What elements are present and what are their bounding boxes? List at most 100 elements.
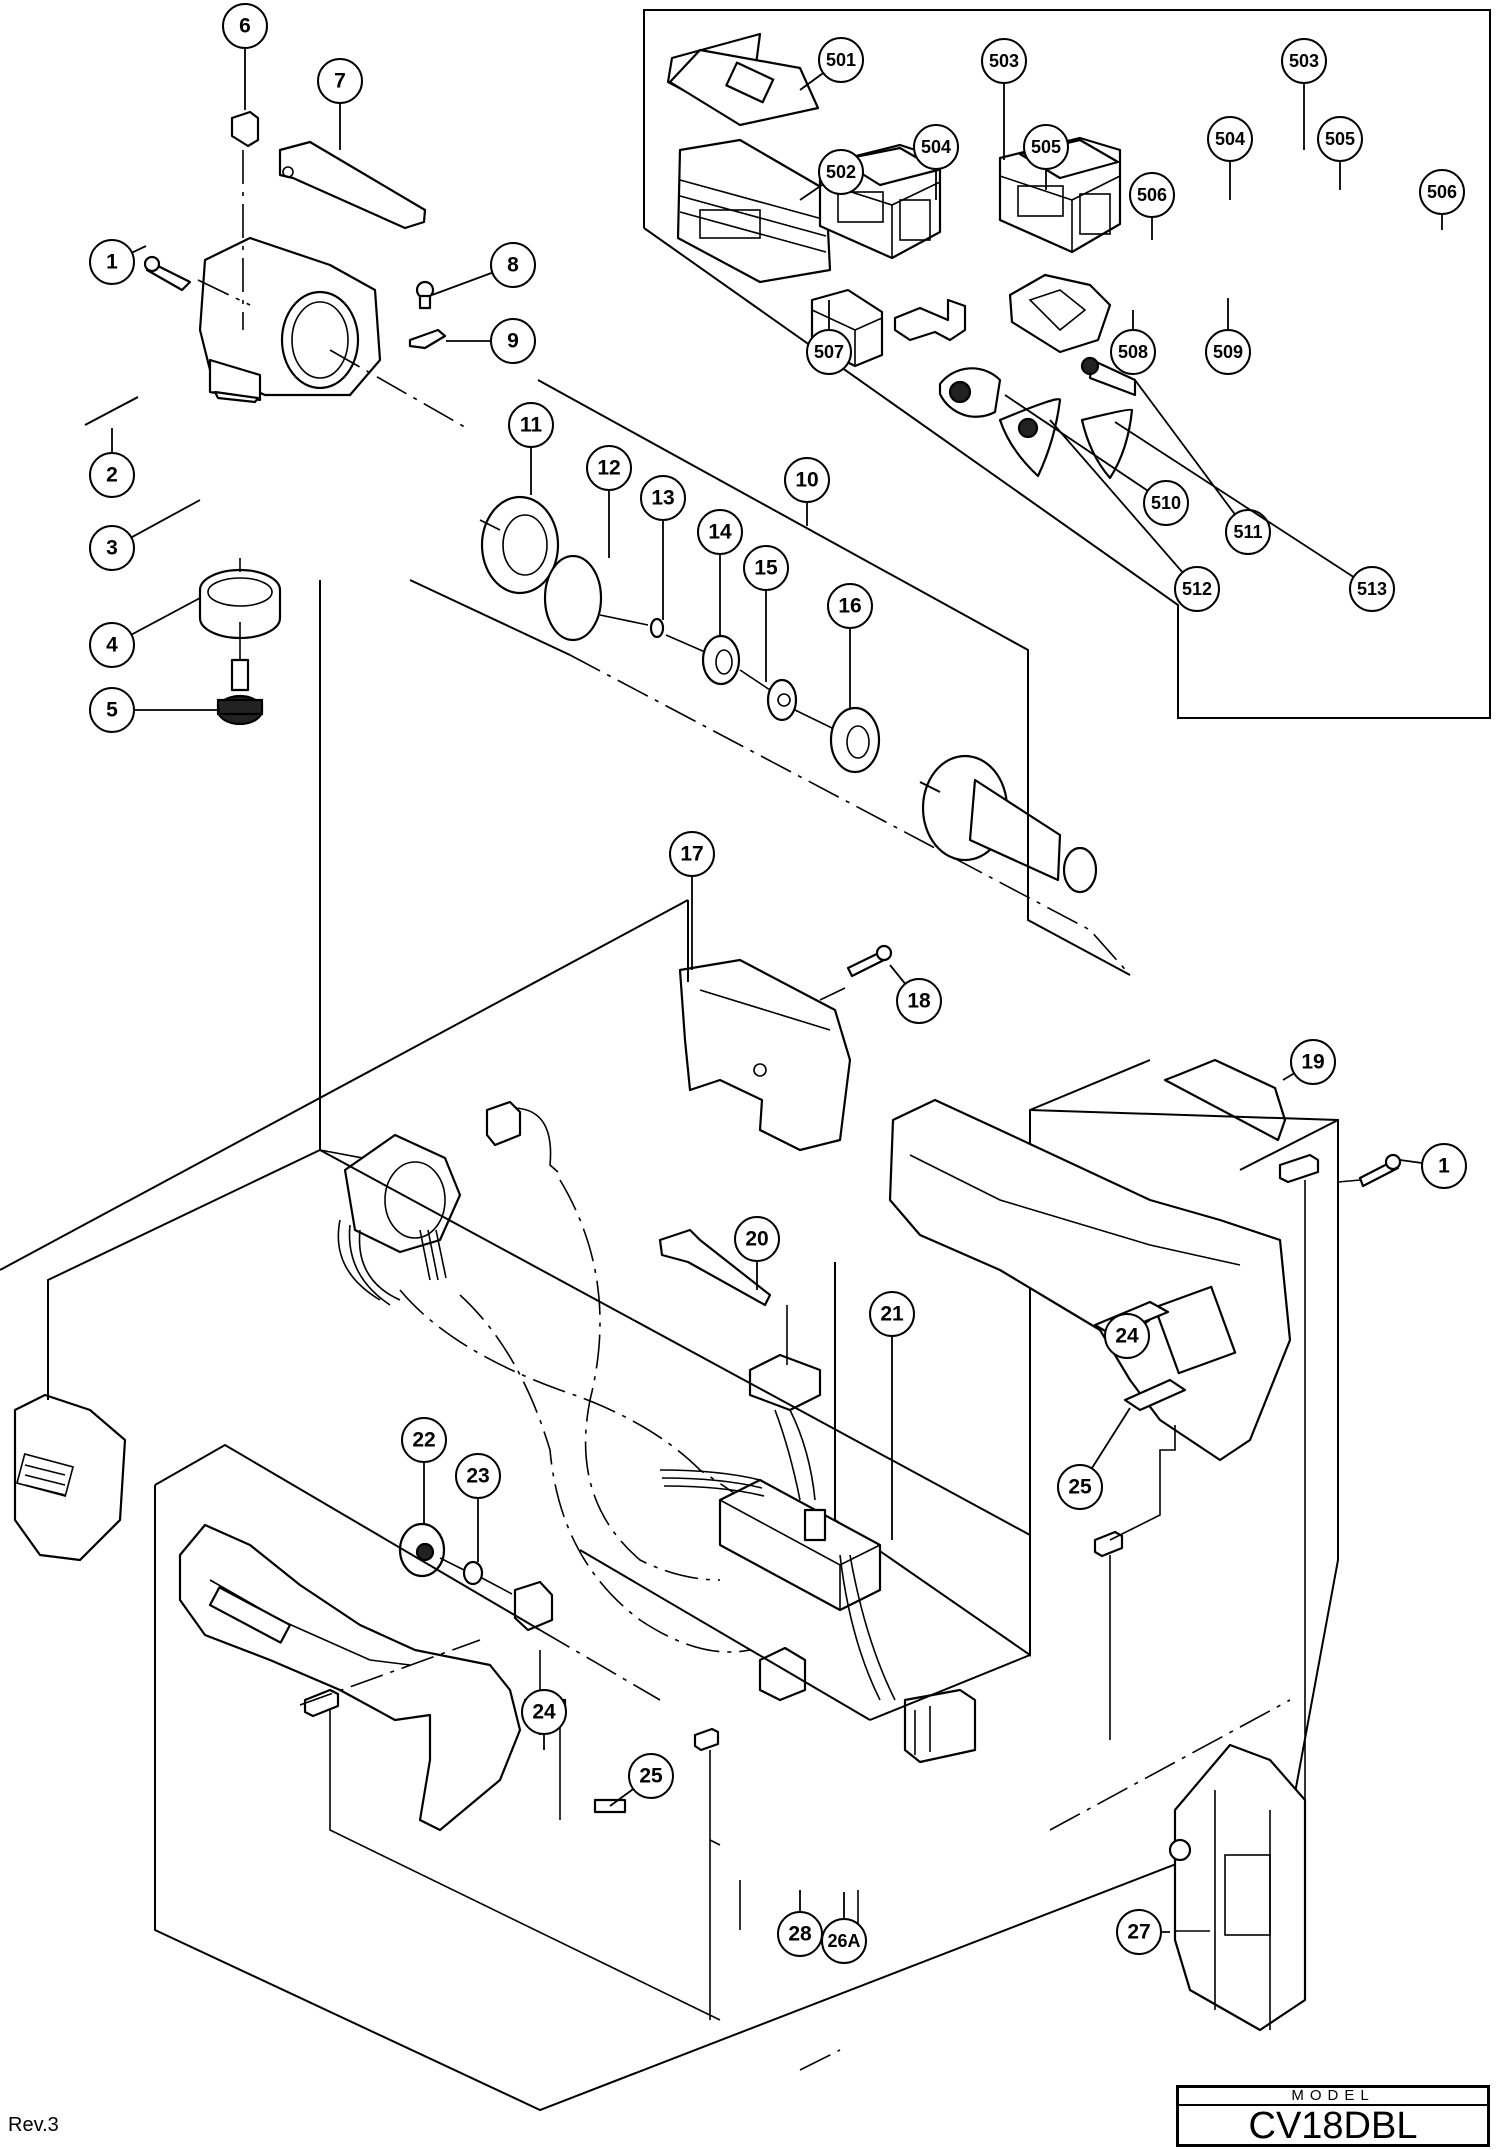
callout-16: 16 xyxy=(827,583,873,710)
callout-23: 23 xyxy=(455,1453,501,1562)
motor-cover-drawing xyxy=(13,1393,127,1562)
callout-number: 19 xyxy=(1301,1051,1324,1074)
switch-lever-drawing xyxy=(658,1228,772,1307)
callout-7: 7 xyxy=(317,58,363,150)
callout-8: 8 xyxy=(431,242,536,296)
callout-number: 11 xyxy=(520,414,543,437)
callout-502: 502 xyxy=(799,149,864,201)
callout-number: 508 xyxy=(1118,342,1148,362)
pin-drawing xyxy=(84,396,139,426)
callout-bubble xyxy=(896,978,942,1024)
callout-bubble xyxy=(1023,124,1069,170)
callout-number: 14 xyxy=(708,521,732,544)
callout-bubble xyxy=(222,3,268,49)
callout-bubble xyxy=(490,318,536,364)
callout-bubble xyxy=(317,58,363,104)
callout-19: 19 xyxy=(1282,1039,1336,1085)
callout-20: 20 xyxy=(734,1216,780,1290)
callout-bubble xyxy=(777,1911,823,1957)
callout-number: 10 xyxy=(795,469,818,492)
callout-bubble xyxy=(669,831,715,877)
stator-drawing xyxy=(337,1133,462,1306)
callout-number: 17 xyxy=(680,843,703,866)
callout-5: 5 xyxy=(89,687,220,733)
callout-14: 14 xyxy=(697,509,743,636)
label-drawing xyxy=(1163,1058,1287,1142)
callout-508: 508 xyxy=(1110,310,1156,375)
callout-number: 506 xyxy=(1427,182,1457,202)
o-ring-drawing xyxy=(543,554,603,642)
callout-bubble xyxy=(821,1918,867,1964)
callout-1: 1 xyxy=(1399,1143,1467,1189)
cushion-left-bottom-drawing xyxy=(693,1727,720,1752)
callout-bubble xyxy=(455,1453,501,1499)
callout-bubble xyxy=(640,475,686,521)
callout-1: 1 xyxy=(89,239,147,285)
dial-connector-drawing xyxy=(513,1580,554,1632)
callout-28: 28 xyxy=(777,1890,823,1957)
callout-bubble xyxy=(1143,480,1189,526)
model-name: CV18DBL xyxy=(1248,2105,1418,2147)
callout-number: 23 xyxy=(466,1465,489,1488)
screw-small-drawing xyxy=(415,280,435,310)
callout-number: 16 xyxy=(838,595,861,618)
callout-bubble xyxy=(913,124,959,170)
seal-drawing xyxy=(480,495,560,595)
callout-24: 24 xyxy=(1104,1313,1151,1359)
clip-drawing xyxy=(408,328,447,350)
callout-18: 18 xyxy=(889,964,942,1024)
callout-bubble xyxy=(1104,1313,1150,1359)
callout-27: 27 xyxy=(1116,1909,1170,1955)
callout-number: 507 xyxy=(814,342,844,362)
callout-2: 2 xyxy=(89,428,135,498)
leader-line xyxy=(1114,421,1373,590)
callout-505: 505 xyxy=(1023,124,1069,190)
callout-513: 513 xyxy=(1114,421,1395,612)
ball-bearing-large-drawing xyxy=(829,706,881,774)
revision-label: Rev.3 xyxy=(8,2114,59,2136)
leader-line xyxy=(1049,419,1198,590)
callout-number: 503 xyxy=(989,51,1019,71)
cushion-right-top-drawing xyxy=(1278,1153,1320,1184)
callout-bubble xyxy=(1290,1039,1336,1085)
callout-bubble xyxy=(490,242,536,288)
callout-number: 509 xyxy=(1213,342,1243,362)
callout-number: 6 xyxy=(239,15,251,38)
callout-509: 509 xyxy=(1205,298,1251,375)
callout-bubble xyxy=(1225,509,1271,555)
leader-line xyxy=(1004,394,1167,504)
switch-drawing xyxy=(748,1353,822,1412)
callout-bubble xyxy=(508,402,554,448)
tapping-screw-bracket-drawing xyxy=(846,944,893,978)
cushion-left-top-drawing xyxy=(303,1688,340,1718)
bearing-holder-drawing xyxy=(766,678,798,722)
callout-bubble xyxy=(521,1689,567,1735)
callout-number: 12 xyxy=(597,457,620,480)
dial-drawing xyxy=(398,1522,446,1578)
callout-6: 6 xyxy=(222,3,268,110)
callout-bubble xyxy=(1317,116,1363,162)
callout-number: 22 xyxy=(412,1429,435,1452)
callout-number: 5 xyxy=(106,699,118,722)
callout-number: 504 xyxy=(921,137,951,157)
callout-bubble xyxy=(869,1291,915,1337)
callout-bubble xyxy=(1419,169,1465,215)
callout-number: 1 xyxy=(106,251,118,274)
callout-number: 18 xyxy=(907,990,931,1013)
callout-9: 9 xyxy=(446,318,536,364)
callout-bubble xyxy=(1129,172,1175,218)
callout-bubble xyxy=(1116,1909,1162,1955)
leader-line xyxy=(1134,379,1249,533)
callout-number: 503 xyxy=(1289,51,1319,71)
callout-bubble xyxy=(1057,1464,1103,1510)
callout-bubble xyxy=(1205,329,1251,375)
callout-bubble xyxy=(743,545,789,591)
callout-number: 506 xyxy=(1137,185,1167,205)
motor-bracket-drawing xyxy=(678,958,852,1152)
callout-24: 24 xyxy=(521,1689,567,1750)
callout-26A: 26A xyxy=(821,1892,867,1964)
tapping-screw-right-drawing xyxy=(1358,1153,1402,1188)
callout-number: 7 xyxy=(334,70,346,93)
block-drawing xyxy=(230,110,260,148)
